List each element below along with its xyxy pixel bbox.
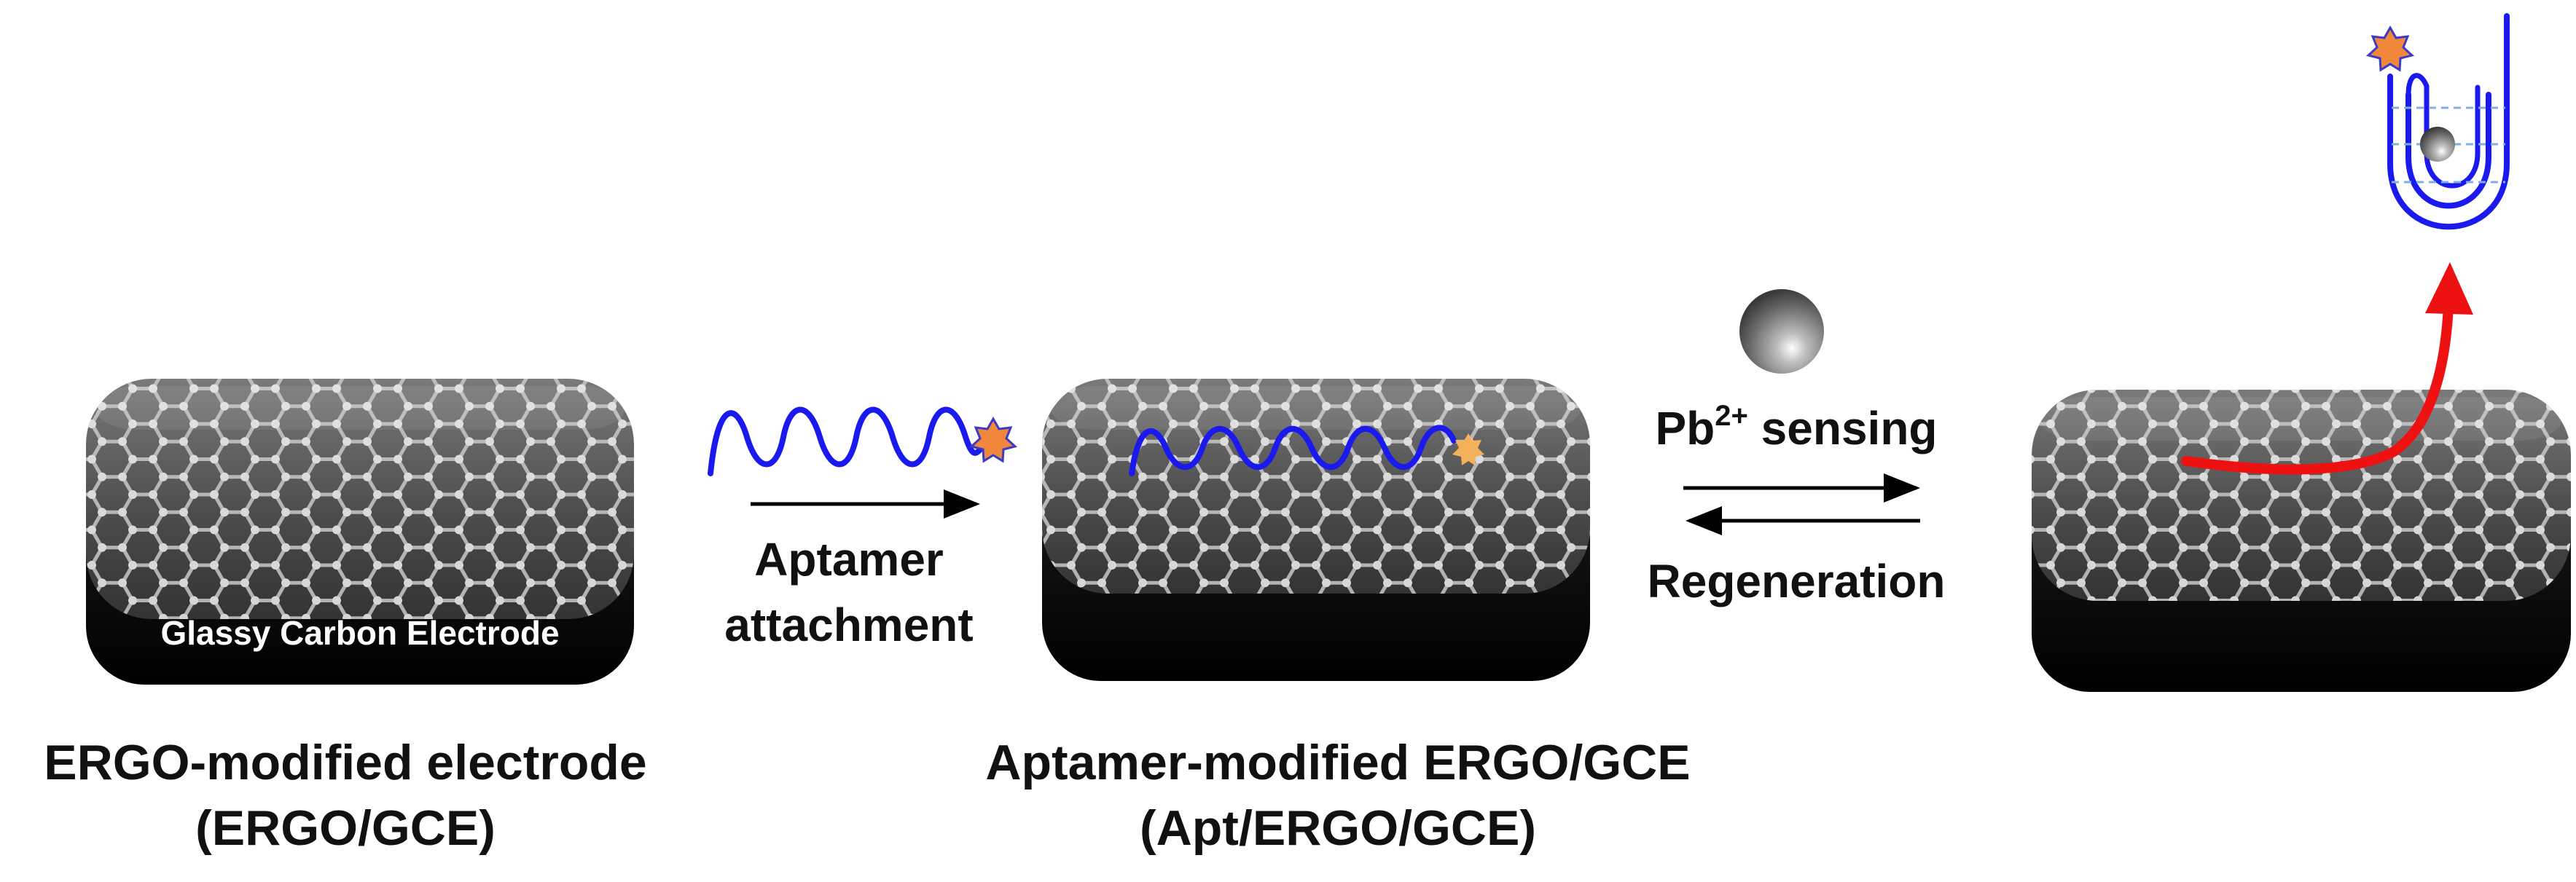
forward-label: Pb2+ sensing [1655, 400, 1937, 454]
step1-caption-line2: (ERGO/GCE) [195, 800, 496, 856]
aptamer-strand-free [708, 406, 1018, 476]
arrow1-label-line1: Aptamer [754, 533, 944, 586]
electrode-ergo-gce: Glassy Carbon Electrode [86, 379, 634, 685]
electrode-after-sensing [2032, 390, 2571, 692]
arrow-aptamer-attachment: Aptamer attachment [724, 489, 980, 651]
release-arrow [2181, 262, 2473, 475]
pb-ion-sphere-icon [1739, 289, 1824, 374]
fluorophore-star-icon-folded [2365, 25, 2415, 72]
step2-caption-line2: (Apt/ERGO/GCE) [1140, 800, 1536, 856]
reverse-label: Regeneration [1648, 555, 1946, 607]
arrow1-label-line2: attachment [724, 599, 973, 651]
step2-caption-line1: Aptamer-modified ERGO/GCE [985, 735, 1690, 790]
electrode-apt-ergo-gce [1042, 379, 1590, 681]
fluorophore-star-icon-attached [1452, 433, 1484, 465]
g-quadruplex-icon [2365, 13, 2510, 230]
step1-caption-line1: ERGO-modified electrode [44, 735, 646, 790]
aptamer-strand-attached [1129, 425, 1484, 476]
electrode-label: Glassy Carbon Electrode [160, 614, 559, 652]
fluorophore-star-icon [968, 416, 1018, 463]
equilibrium-arrows: Pb2+ sensing Regeneration [1648, 400, 1946, 607]
pb-ion-bound-icon [2420, 127, 2455, 162]
